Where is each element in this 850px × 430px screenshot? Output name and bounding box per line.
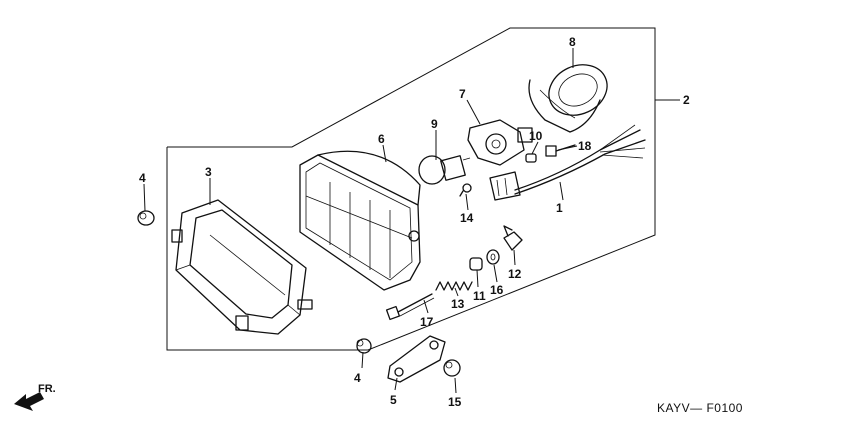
callout-10: 10 [529,129,543,143]
callout-16: 16 [490,283,504,297]
headlight-bulb [418,155,471,185]
callout-17: 17 [420,315,434,329]
washer-16 [486,249,500,265]
headlight-case [171,199,313,335]
callout-labels: 1 2 3 4 4 5 6 7 8 9 10 11 12 13 14 15 16… [139,35,690,409]
position-socket [545,144,576,157]
leader-lines [143,48,680,394]
callout-18: 18 [578,139,592,153]
adjust-screw [385,293,435,321]
grommet-upper [137,210,155,226]
nut-11 [469,257,483,271]
adjust-spring [435,281,473,291]
bulb-socket [467,119,533,166]
callout-13: 13 [451,297,465,311]
grommet-lower [356,338,372,354]
stay-plate [387,335,446,383]
callout-4-lower: 4 [354,371,361,385]
callout-8: 8 [569,35,576,49]
callout-6: 6 [378,132,385,146]
callout-3: 3 [205,165,212,179]
callout-9: 9 [431,117,438,131]
position-bulb [525,153,537,163]
callout-12: 12 [508,267,522,281]
diagram-code: KAYV— F0100 [657,401,743,415]
callout-4-upper: 4 [139,171,146,185]
callout-5: 5 [390,393,397,407]
nut-15 [443,359,461,377]
headlight-unit [299,150,421,291]
wing-nut-12 [503,225,523,251]
callout-2: 2 [683,93,690,107]
callout-7: 7 [459,87,466,101]
socket-cover [528,64,608,133]
assembly-boundary [166,27,656,351]
wire-harness [489,124,646,201]
front-arrow-icon: FR. [14,383,56,411]
callout-1: 1 [556,201,563,215]
callout-14: 14 [460,211,474,225]
screw-14 [459,183,472,197]
callout-15: 15 [448,395,462,409]
callout-11: 11 [473,289,486,303]
front-indicator-label: FR. [38,383,56,395]
